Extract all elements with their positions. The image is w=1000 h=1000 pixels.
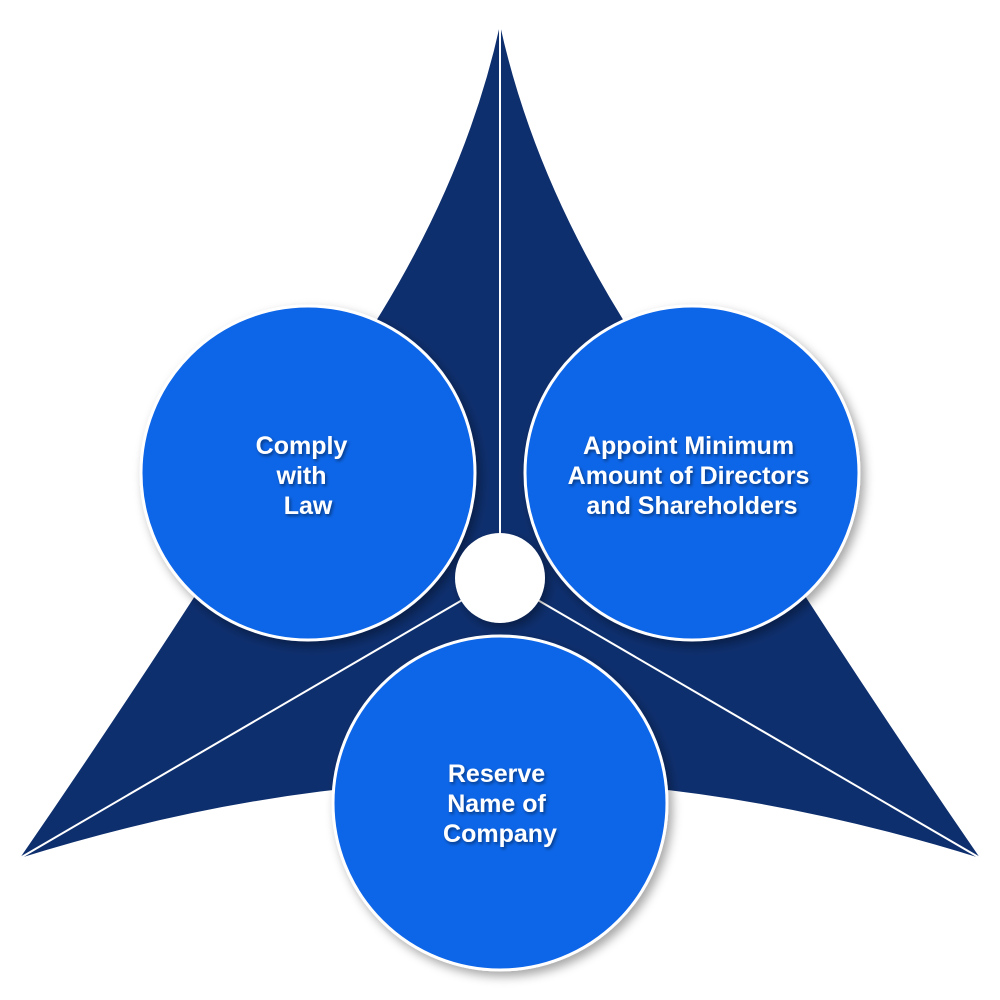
- node-circle-comply: [139, 304, 477, 642]
- label-reserve-line-3: Company: [443, 820, 557, 848]
- node-circle-appoint: [523, 304, 861, 642]
- divider-left: [19, 577, 501, 859]
- label-appoint: Appoint Minimum Amount of Directors and …: [568, 432, 817, 520]
- label-comply-line-1: Comply: [256, 432, 348, 460]
- label-reserve-line-1: Reserve: [448, 760, 545, 788]
- label-reserve-line-2: Name of: [447, 790, 546, 818]
- label-comply: Comply with Law: [256, 432, 355, 520]
- star-dividers: [19, 25, 981, 859]
- divider-right: [499, 577, 981, 859]
- label-appoint-line-1: Appoint Minimum: [583, 432, 794, 460]
- center-hub: [455, 533, 545, 623]
- node-circle-reserve: [331, 634, 669, 972]
- label-appoint-line-2: Amount of Directors: [568, 462, 810, 490]
- label-comply-line-3: Law: [284, 492, 333, 520]
- label-reserve: Reserve Name of Company: [443, 760, 557, 848]
- label-comply-line-2: with: [276, 462, 327, 490]
- label-appoint-line-3: and Shareholders: [586, 492, 797, 520]
